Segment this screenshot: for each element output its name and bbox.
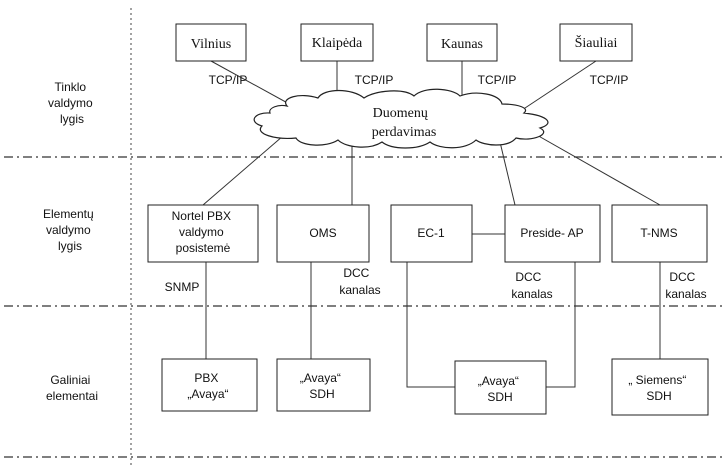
link-cloud-preside <box>499 141 516 206</box>
svg-text:„Avaya“ SDH: „Avaya“ SDH <box>478 374 522 404</box>
svg-text:„ Siemens“ SDH: „ Siemens“ SDH <box>628 373 689 403</box>
siemens-sdh-element: „ Siemens“ SDH <box>611 358 709 416</box>
city-vilnius: Vilnius <box>175 23 247 62</box>
svg-text:Vilnius: Vilnius <box>191 37 231 52</box>
dcc-channel-label: DCC kanalas <box>511 270 552 301</box>
pbx-avaya-element: PBX „Avaya“ <box>161 358 258 412</box>
avaya-sdh-element: „Avaya“ SDH <box>454 360 547 415</box>
snmp-label: SNMP <box>165 280 200 294</box>
city-kaunas: Kaunas <box>426 23 498 62</box>
level-label-network: Tinklo valdymo lygis <box>48 80 96 126</box>
tnms-manager: T-NMS <box>611 204 708 263</box>
link-siauliai-cloud <box>521 60 597 111</box>
svg-text:T-NMS: T-NMS <box>640 226 677 240</box>
svg-text:Duomenų perdavimas: Duomenų perdavimas <box>372 106 437 140</box>
svg-text:PBX „Avaya“: PBX „Avaya“ <box>187 371 228 401</box>
preside-ap-manager: Preside- AP <box>504 204 601 263</box>
level-label-terminal: Galiniai elementai <box>46 373 98 403</box>
link-preside-avaya-sdh <box>546 262 576 388</box>
link-ec1-avaya-sdh <box>406 262 455 388</box>
svg-text:OMS: OMS <box>309 226 336 240</box>
link-vilnius-cloud <box>210 60 294 107</box>
link-cloud-tnms <box>527 129 661 206</box>
protocol-label: TCP/IP <box>355 73 394 87</box>
svg-text:Preside- AP: Preside- AP <box>520 226 583 240</box>
nortel-pbx-management: Nortel PBX valdymo posistemė <box>147 204 259 263</box>
city-klaipeda: Klaipėda <box>300 23 374 62</box>
oms-manager: OMS <box>276 204 370 263</box>
data-transmission-cloud: Duomenų perdavimas <box>253 88 549 149</box>
dcc-channel-label: DCC kanalas <box>665 270 706 301</box>
ec1-manager: EC-1 <box>390 204 473 263</box>
link-cloud-nortel <box>202 135 284 206</box>
svg-text:Nortel PBX valdymo: Nortel PBX valdymo posistemė <box>172 209 235 255</box>
svg-text:EC-1: EC-1 <box>417 226 445 240</box>
svg-text:Šiauliai: Šiauliai <box>575 34 618 51</box>
level-label-element: Elementų valdymo lygis <box>43 207 97 253</box>
svg-text:Klaipėda: Klaipėda <box>312 36 363 51</box>
protocol-label: TCP/IP <box>209 73 248 87</box>
dcc-channel-label: DCC kanalas <box>339 266 380 297</box>
protocol-label: TCP/IP <box>590 73 629 87</box>
avaya-sdh-element: „Avaya“ SDH <box>276 358 371 412</box>
protocol-label: TCP/IP <box>478 73 517 87</box>
svg-text:Kaunas: Kaunas <box>441 37 483 52</box>
svg-text:„Avaya“ SDH: „Avaya“ SDH <box>300 371 344 401</box>
city-siauliai: Šiauliai <box>559 23 633 62</box>
